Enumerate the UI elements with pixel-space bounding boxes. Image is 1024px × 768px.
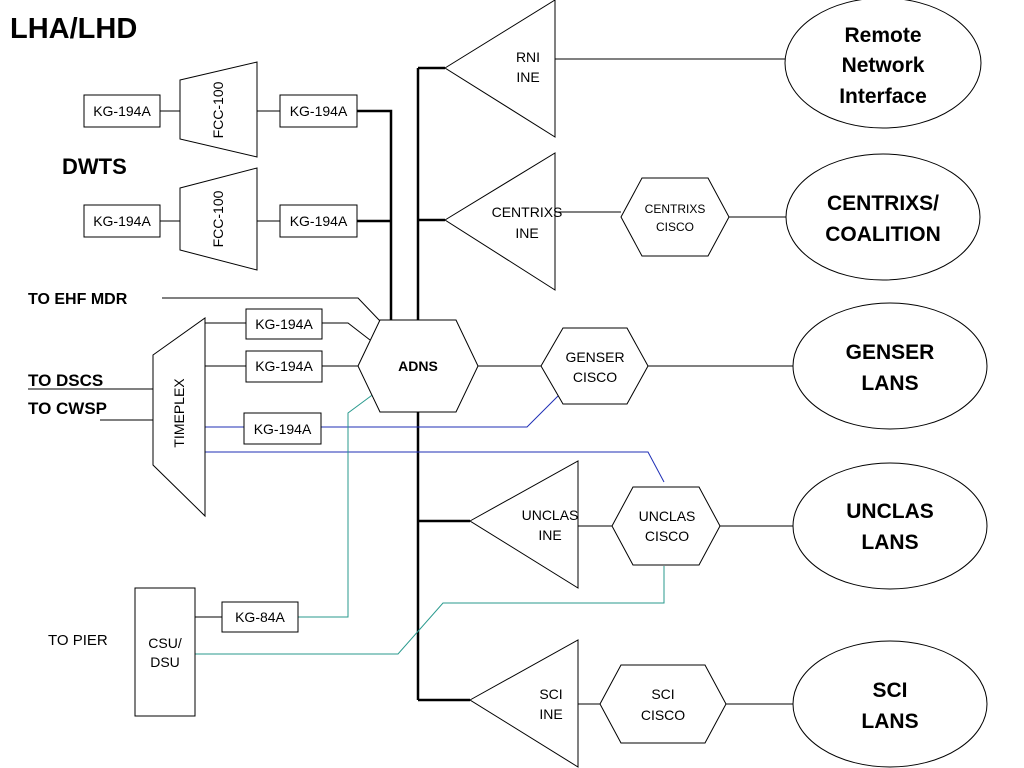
sci-ine-line2: INE bbox=[539, 706, 562, 722]
unclas-ine-line2: INE bbox=[538, 527, 561, 543]
unclas-lans-line2: LANS bbox=[861, 531, 918, 554]
to-pier-label: TO PIER bbox=[48, 632, 108, 649]
centrixs-line1: CENTRIXS/ bbox=[827, 192, 939, 215]
unclas-ine-line1: UNCLAS bbox=[522, 507, 579, 523]
to-dscs-label: TO DSCS bbox=[28, 371, 103, 390]
remote-line3: Interface bbox=[839, 85, 927, 108]
kg-box-timeplex-3: KG-194A bbox=[243, 412, 322, 445]
kg-box-2-left: KG-194A bbox=[83, 204, 161, 238]
kg84-label: KG-84A bbox=[235, 609, 285, 625]
genser-cisco: GENSER CISCO bbox=[540, 327, 649, 405]
rni-ine: RNI INE bbox=[444, 0, 556, 138]
sci-cisco-line2: CISCO bbox=[641, 707, 685, 723]
kg-box-label: KG-194A bbox=[93, 213, 151, 229]
kg84-adns-link bbox=[298, 392, 376, 618]
sci-lans-line2: LANS bbox=[861, 710, 918, 733]
genser-lans-network: GENSER LANS bbox=[792, 302, 988, 430]
sci-lans-network: SCI LANS bbox=[792, 640, 988, 768]
page-title: LHA/LHD bbox=[10, 13, 137, 45]
kg-box-1-right: KG-194A bbox=[279, 94, 358, 128]
remote-line1: Remote bbox=[844, 24, 921, 47]
csu-label-line1: CSU/ bbox=[148, 635, 182, 651]
centrixs-cisco-line1: CENTRIXS bbox=[645, 202, 706, 216]
ehf-mdr-link bbox=[162, 297, 381, 322]
csu-label-line2: DSU bbox=[150, 654, 180, 670]
genser-lans-line1: GENSER bbox=[846, 341, 935, 364]
sci-ine-line1: SCI bbox=[539, 686, 562, 702]
rni-ine-line1: RNI bbox=[516, 49, 540, 65]
unclas-lans-network: UNCLAS LANS bbox=[792, 462, 988, 590]
unclas-ine: UNCLAS INE bbox=[469, 460, 579, 589]
kg-box-2-right: KG-194A bbox=[279, 204, 358, 238]
kg84-box: KG-84A bbox=[221, 601, 299, 633]
kg-box-label: KG-194A bbox=[93, 103, 151, 119]
genser-cisco-line2: CISCO bbox=[573, 369, 617, 385]
to-cwsp-label: TO CWSP bbox=[28, 399, 107, 418]
fcc-label: FCC-100 bbox=[210, 190, 226, 247]
unclas-cisco-line2: CISCO bbox=[645, 528, 689, 544]
centrixs-ine-line1: CENTRIXS bbox=[492, 204, 563, 220]
csu-dsu-box: CSU/ DSU bbox=[134, 587, 196, 717]
timeplex-mux: TIMEPLEX bbox=[152, 317, 206, 518]
kg-box-label: KG-194A bbox=[290, 213, 348, 229]
sci-ine: SCI INE bbox=[469, 639, 579, 768]
kg-box-timeplex-1: KG-194A bbox=[245, 308, 323, 340]
kg-box-1-left: KG-194A bbox=[83, 94, 161, 128]
remote-line2: Network bbox=[842, 54, 925, 77]
dwts-link-1 bbox=[357, 109, 393, 320]
genser-cisco-line1: GENSER bbox=[565, 349, 624, 365]
fcc-100-1: FCC-100 bbox=[179, 61, 258, 158]
adns-label: ADNS bbox=[398, 358, 438, 374]
kg-box-timeplex-2: KG-194A bbox=[245, 350, 323, 383]
centrixs-cisco: CENTRIXS CISCO bbox=[620, 177, 730, 257]
fcc-label: FCC-100 bbox=[210, 81, 226, 138]
kg-box-label: KG-194A bbox=[290, 103, 348, 119]
timeplex-unclas-link bbox=[205, 451, 665, 483]
centrixs-coalition-network: CENTRIXS/ COALITION bbox=[785, 153, 981, 281]
sci-cisco: SCI CISCO bbox=[599, 664, 727, 744]
kg-box-label: KG-194A bbox=[255, 358, 313, 374]
timeplex-label: TIMEPLEX bbox=[171, 378, 187, 448]
sci-lans-line1: SCI bbox=[872, 679, 907, 702]
rni-ine-line2: INE bbox=[516, 69, 539, 85]
teal-links bbox=[195, 392, 665, 655]
adns-router: ADNS bbox=[357, 319, 479, 413]
centrixs-ine-line2: INE bbox=[515, 225, 538, 241]
sci-cisco-line1: SCI bbox=[651, 686, 674, 702]
genser-lans-line2: LANS bbox=[861, 372, 918, 395]
dwts-label: DWTS bbox=[62, 154, 127, 179]
centrixs-line2: COALITION bbox=[825, 223, 941, 246]
to-ehf-mdr-label: TO EHF MDR bbox=[28, 291, 128, 308]
kg-box-label: KG-194A bbox=[255, 316, 313, 332]
unclas-lans-line1: UNCLAS bbox=[846, 500, 934, 523]
unclas-cisco-line1: UNCLAS bbox=[639, 508, 696, 524]
csu-unclas-link bbox=[195, 566, 665, 655]
unclas-cisco: UNCLAS CISCO bbox=[611, 486, 721, 566]
centrixs-cisco-line2: CISCO bbox=[656, 220, 694, 234]
fcc-100-2: FCC-100 bbox=[179, 167, 258, 271]
remote-network-interface: Remote Network Interface bbox=[784, 0, 982, 129]
centrixs-ine: CENTRIXS INE bbox=[444, 152, 563, 291]
kg-box-label: KG-194A bbox=[254, 421, 312, 437]
kgt1-adns-link bbox=[322, 322, 371, 341]
